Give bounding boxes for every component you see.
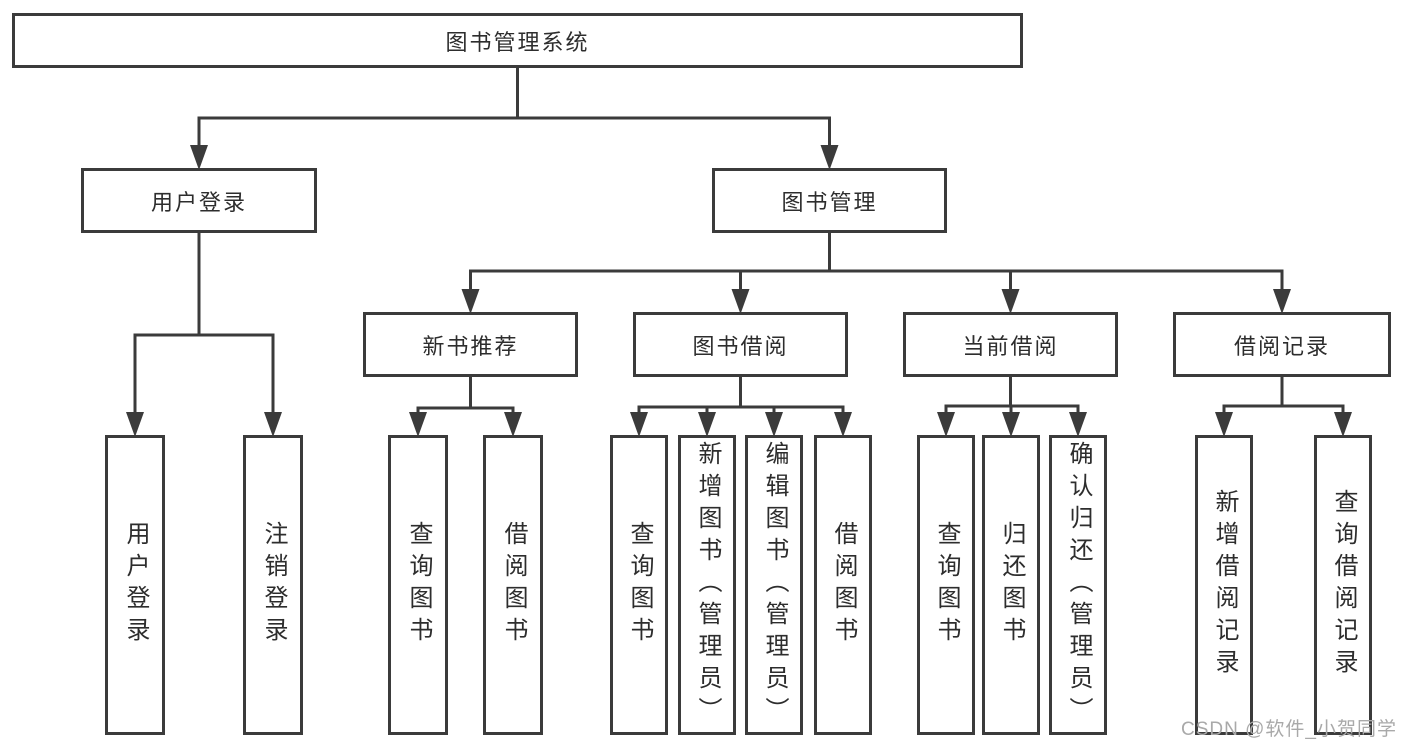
connector-arrowhead [1002, 412, 1020, 437]
diagram-node-leaf-bb-edit: 编辑图书（管理员） [745, 435, 803, 735]
diagram-node-leaf-cb-query: 查询图书 [917, 435, 975, 735]
connector-arrowhead [1334, 412, 1352, 437]
connector-arrowhead [820, 145, 839, 170]
connector-arrowhead [409, 412, 427, 437]
diagram-node-label-leaf-bb-query: 查询图书 [626, 521, 653, 649]
diagram-node-book-mgmt: 图书管理 [712, 168, 947, 233]
diagram-node-borrow-records: 借阅记录 [1173, 312, 1391, 377]
diagram-node-leaf-bb-add: 新增图书（管理员） [678, 435, 736, 735]
diagram-node-label-leaf-rec-query: 查询图书 [405, 521, 432, 649]
diagram-node-book-borrow: 图书借阅 [633, 312, 848, 377]
watermark: CSDN @软件_小贺同学 [1181, 719, 1397, 740]
diagram-node-leaf-br-add: 新增借阅记录 [1195, 435, 1253, 735]
diagram-node-label-new-book-rec: 新书推荐 [422, 333, 519, 359]
diagram-node-leaf-rec-borrow: 借阅图书 [483, 435, 543, 735]
diagram-node-label-book-borrow: 图书借阅 [692, 333, 789, 359]
connector-arrowhead [698, 412, 716, 437]
connector-arrowhead [461, 289, 480, 314]
connector-arrowhead [765, 412, 783, 437]
connector-arrowhead [190, 145, 208, 170]
diagram-node-label-leaf-bb-borrow: 借阅图书 [830, 521, 857, 649]
diagram-node-leaf-bb-query: 查询图书 [610, 435, 668, 735]
diagram-node-label-current-borrow: 当前借阅 [962, 333, 1059, 359]
connector-arrowhead [1215, 412, 1233, 437]
diagram-node-label-book-mgmt: 图书管理 [781, 189, 878, 215]
diagram-node-label-user-login: 用户登录 [150, 189, 247, 215]
diagram-node-new-book-rec: 新书推荐 [363, 312, 578, 377]
connector-arrowhead [1273, 289, 1291, 314]
connector-arrowhead [1001, 289, 1020, 314]
diagram-node-leaf-logout: 注销登录 [243, 435, 303, 735]
diagram-node-root: 图书管理系统 [12, 13, 1023, 68]
diagram-node-label-leaf-br-add: 新增借阅记录 [1211, 489, 1238, 681]
diagram-node-label-leaf-cb-return: 归还图书 [998, 521, 1025, 649]
diagram-node-leaf-rec-query: 查询图书 [388, 435, 448, 735]
diagram-node-label-leaf-user-login: 用户登录 [122, 521, 149, 649]
diagram-node-current-borrow: 当前借阅 [903, 312, 1118, 377]
diagram-node-label-leaf-br-query: 查询借阅记录 [1330, 489, 1357, 681]
connector-arrowhead [731, 289, 750, 314]
diagram-node-label-leaf-logout: 注销登录 [260, 521, 287, 649]
connector-arrowhead [1069, 412, 1087, 437]
connector-arrowhead [834, 412, 852, 437]
diagram-node-leaf-user-login: 用户登录 [105, 435, 165, 735]
connector-arrowhead [504, 412, 522, 437]
connector-arrowhead [264, 412, 282, 437]
diagram-node-label-leaf-cb-query: 查询图书 [933, 521, 960, 649]
connector-arrowhead [126, 412, 144, 437]
diagram-node-label-root: 图书管理系统 [445, 29, 590, 55]
connector-arrowhead [937, 412, 955, 437]
diagram-node-leaf-br-query: 查询借阅记录 [1314, 435, 1372, 735]
diagram-node-leaf-bb-borrow: 借阅图书 [814, 435, 872, 735]
diagram-node-label-leaf-bb-edit: 编辑图书（管理员） [761, 441, 788, 729]
connector-arrowhead [630, 412, 648, 437]
diagram-node-label-leaf-cb-confirm: 确认归还（管理员） [1065, 441, 1092, 729]
diagram-node-leaf-cb-return: 归还图书 [982, 435, 1040, 735]
diagram-node-leaf-cb-confirm: 确认归还（管理员） [1049, 435, 1107, 735]
diagram-node-label-leaf-bb-add: 新增图书（管理员） [694, 441, 721, 729]
diagram-node-label-leaf-rec-borrow: 借阅图书 [500, 521, 527, 649]
diagram-node-user-login: 用户登录 [81, 168, 317, 233]
diagram-node-label-borrow-records: 借阅记录 [1233, 333, 1330, 359]
